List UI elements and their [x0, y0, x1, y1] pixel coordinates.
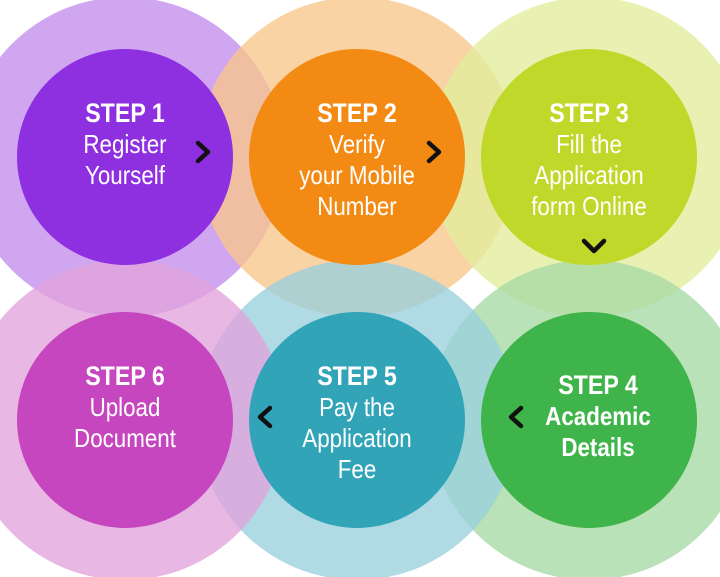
- step-2-line-2: your Mobile: [299, 160, 415, 190]
- step-5-line-3: Fee: [337, 454, 377, 484]
- step-3-label: STEP 3 Fill the Application form Online: [531, 98, 647, 222]
- step-6-label: STEP 6 Upload Document: [74, 361, 176, 454]
- step-4-line-2: Details: [561, 432, 635, 462]
- step-2-title: STEP 2: [317, 98, 397, 128]
- step-4-circle: [481, 312, 697, 528]
- step-1-title: STEP 1: [85, 98, 165, 128]
- step-4-label: STEP 4 Academic Details: [545, 370, 651, 463]
- step-6-line-1: Upload: [89, 392, 161, 422]
- arrow-step1-to-step2-icon: [195, 140, 211, 164]
- step-5-circle: [249, 312, 465, 528]
- step-2-circle: [249, 49, 465, 265]
- step-6-title: STEP 6: [85, 361, 165, 391]
- step-6-circle: [17, 312, 233, 528]
- step-1-label: STEP 1 Register Yourself: [83, 98, 166, 191]
- step-3-line-3: form Online: [531, 191, 647, 221]
- step-3-title: STEP 3: [549, 98, 629, 128]
- step-1-circle: [17, 49, 233, 265]
- step-3-line-2: Application: [534, 160, 644, 190]
- step-4-line-1: Academic: [545, 401, 651, 431]
- step-4-title: STEP 4: [558, 370, 638, 400]
- step-1-line-1: Register: [83, 129, 167, 159]
- arrow-layer: [195, 140, 607, 429]
- arrow-step4-to-step5-icon: [508, 405, 524, 429]
- core-layer: [17, 49, 697, 528]
- step-5-line-1: Pay the: [319, 392, 395, 422]
- step-2-line-1: Verify: [329, 129, 385, 159]
- step-1-line-2: Yourself: [85, 160, 165, 190]
- step-5-line-2: Application: [302, 423, 412, 453]
- arrow-step5-to-step6-icon: [257, 405, 273, 429]
- step-3-circle: [481, 49, 697, 265]
- step-2-label: STEP 2 Verify your Mobile Number: [299, 98, 415, 222]
- step-6-line-2: Document: [74, 423, 176, 453]
- step-2-line-3: Number: [317, 191, 397, 221]
- step-3-line-1: Fill the: [556, 129, 622, 159]
- arrow-step3-to-step4-icon: [581, 238, 607, 254]
- step-5-label: STEP 5 Pay the Application Fee: [302, 361, 411, 485]
- step-5-title: STEP 5: [317, 361, 397, 391]
- arrow-step2-to-step3-icon: [426, 140, 442, 164]
